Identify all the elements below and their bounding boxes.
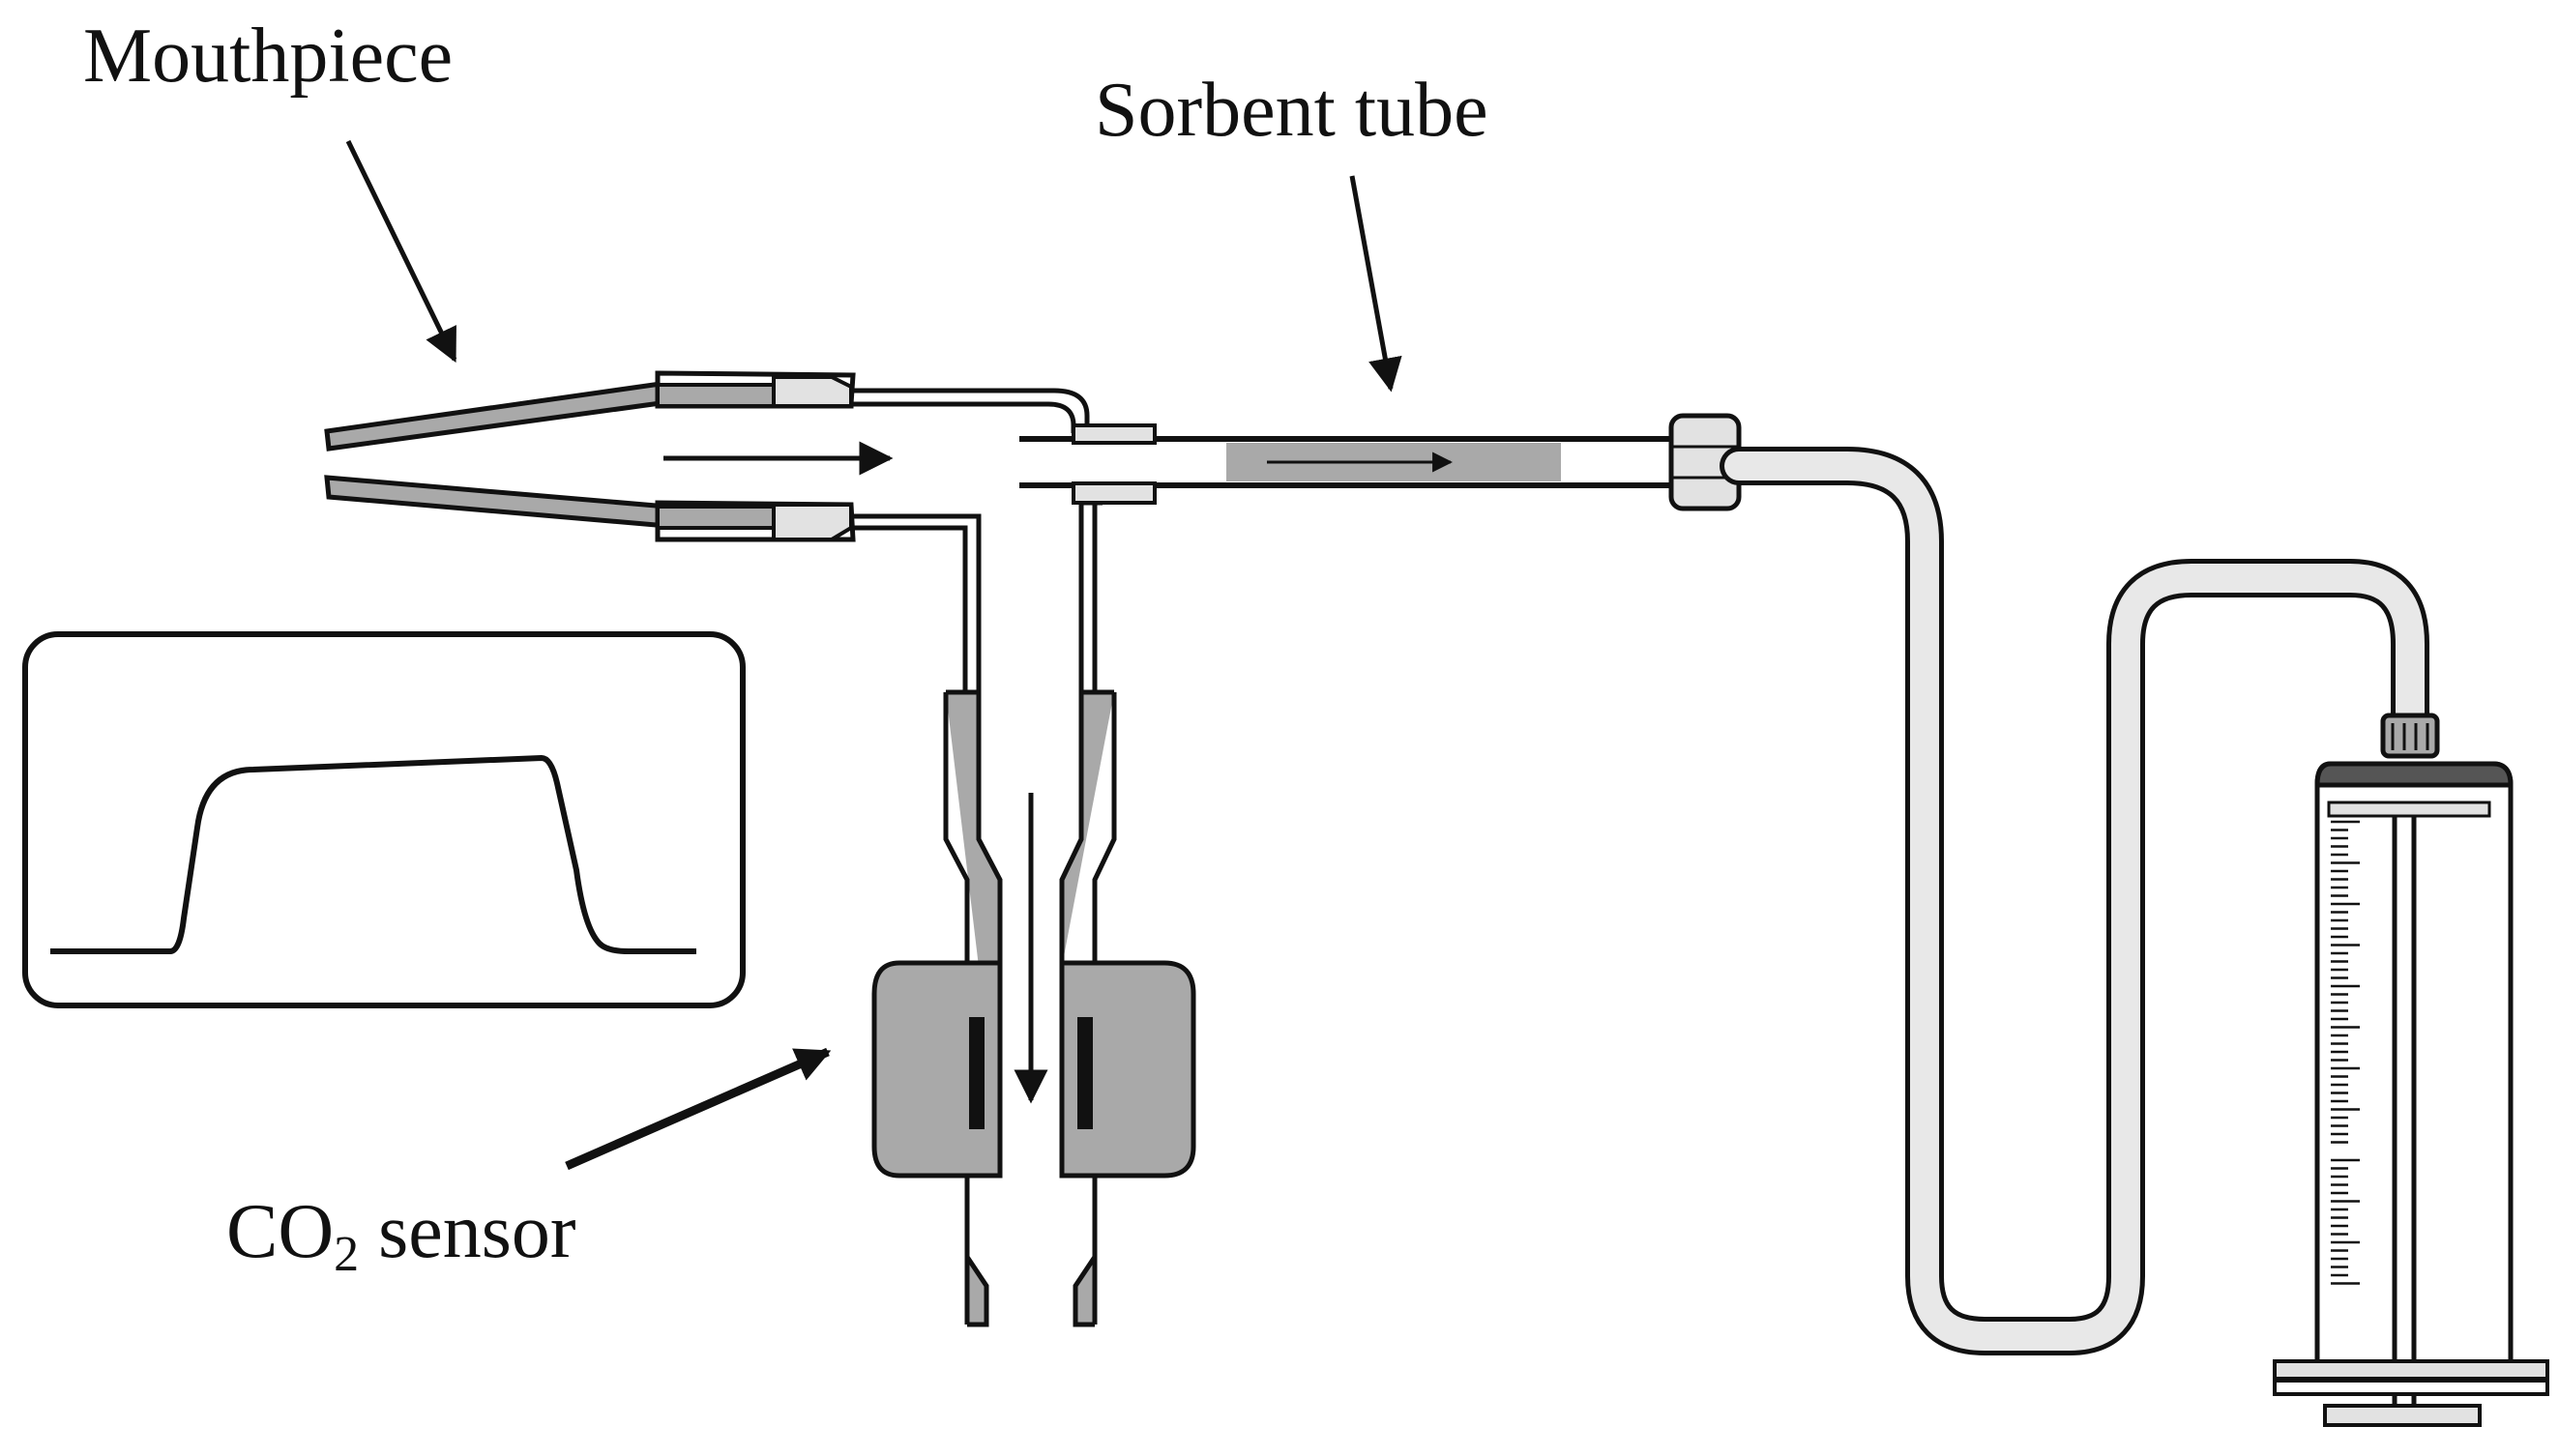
mouthpiece [324,370,856,542]
mouthpiece-pointer-arrow-icon [345,139,457,364]
sensor-pointer-arrow-icon [565,1047,832,1171]
mouthpiece-label: Mouthpiece [83,17,453,95]
t-junction [851,388,1161,692]
co2-sensor-label-suffix: sensor [359,1189,576,1274]
sorbent-tube-label: Sorbent tube [1095,72,1488,149]
co2-sensor-label: CO2 sensor [226,1193,576,1280]
sorbent-tube [1157,413,1742,511]
co2-sensor-label-main: CO [226,1189,335,1274]
tubing [1720,447,2429,1355]
syringe-icon [2273,713,2549,1427]
mouthpiece-label-text: Mouthpiece [83,14,454,99]
co2-sensor-label-sub: 2 [334,1227,360,1282]
sorbent-tube-label-text: Sorbent tube [1095,68,1488,153]
capnogram-icon [22,631,746,1008]
co2-sensor [871,689,1196,1327]
sorbent-pointer-arrow-icon [1349,175,1402,393]
